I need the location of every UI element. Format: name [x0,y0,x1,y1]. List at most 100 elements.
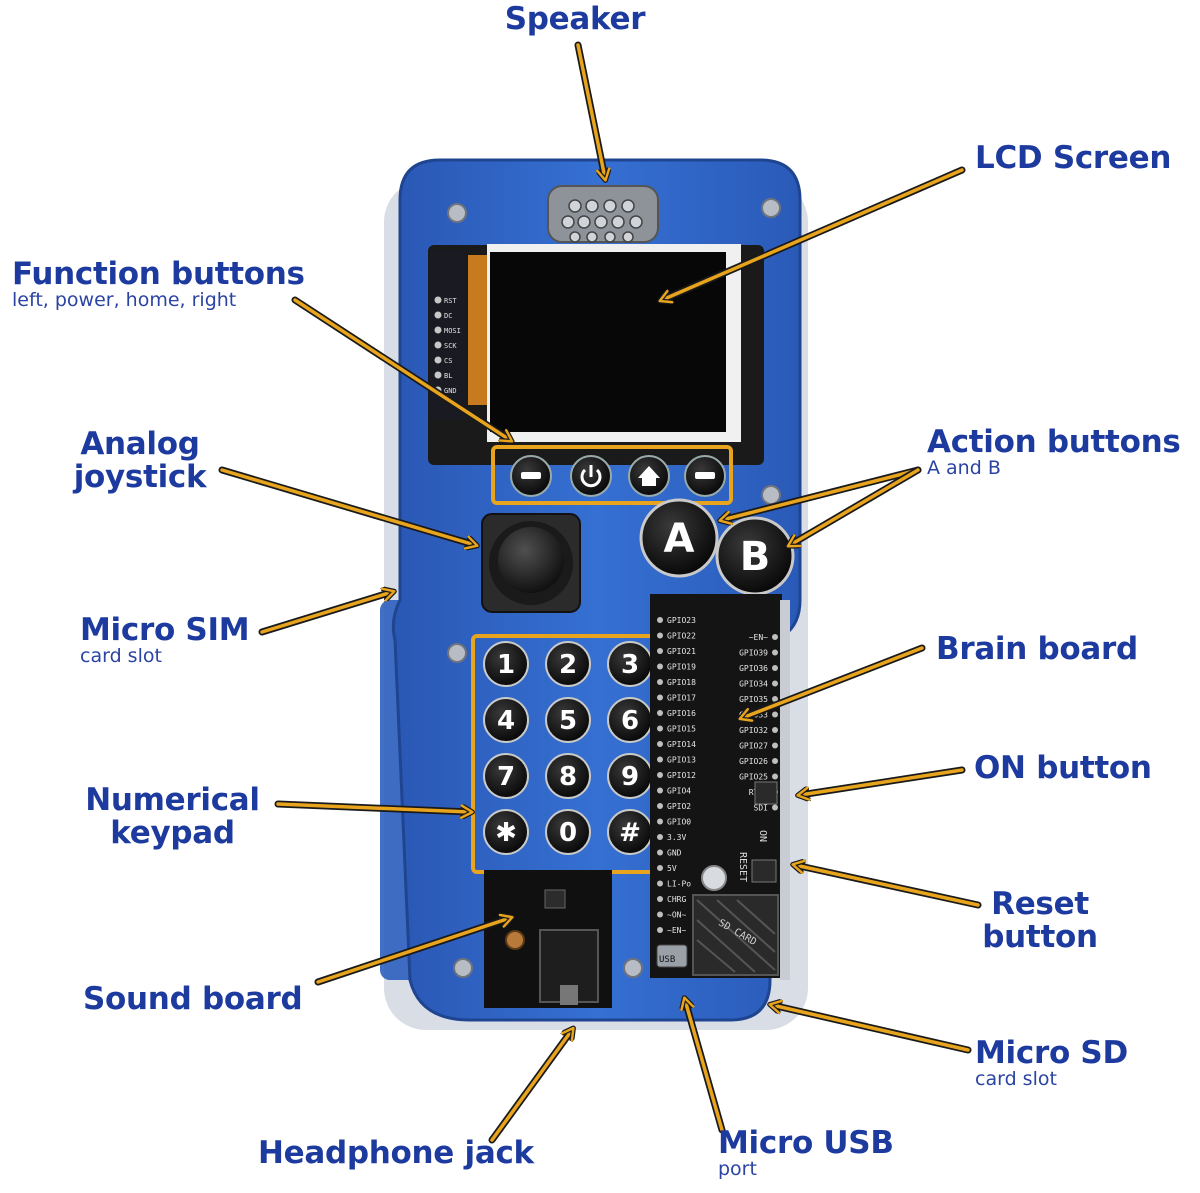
board-pin-hole [657,679,663,685]
board-pin-hole [657,849,663,856]
function-buttons [491,445,733,505]
keypad-key[interactable]: 4 [483,697,529,743]
arrow-on-button [800,766,966,795]
lcd-pin-label: RST [444,297,457,305]
board-pin-label: GPIO32 [739,726,768,735]
keypad-key[interactable]: 6 [607,697,653,743]
arrow-action-b [790,466,922,545]
lcd-pin-label: SCK [444,342,457,350]
reset-button-switch[interactable] [751,859,777,883]
board-led [701,865,727,891]
keypad-key-label: # [619,818,641,848]
keypad-key-label: ✱ [495,818,517,848]
board-pin-hole [772,649,778,656]
board-pin-hole [772,773,778,780]
label-lcd-screen: LCD Screen [975,140,1172,176]
arrow-action-a [722,466,922,520]
board-pin-hole [772,696,778,702]
board-pin-label: CHRG [667,895,686,904]
label-action-buttons: Action buttons A and B [927,424,1181,479]
label-on-button: ON button [974,750,1152,786]
board-pin-hole [657,617,663,623]
board-pin-hole [657,927,663,933]
board-pin-label: GPIO13 [667,756,696,765]
board-pin-hole [657,741,663,747]
board-pin-label: 3.3V [667,833,686,842]
arrow-function-buttons [291,296,510,440]
keypad-key[interactable]: 8 [545,753,591,799]
usb-port[interactable] [656,944,688,968]
label-headphone-jack: Headphone jack [258,1135,534,1171]
board-pin-hole [657,896,663,902]
power-button[interactable] [570,455,612,497]
keypad-key-label: 6 [621,706,639,736]
board-pin-label: GPIO34 [739,680,768,689]
board-pin-hole [772,804,778,811]
board-pin-label: 5V [667,864,677,873]
label-brain-board: Brain board [936,631,1138,667]
board-pin-hole [657,880,663,887]
board-pin-label: GPIO26 [739,757,768,766]
board-pin-hole [772,634,778,640]
on-button-switch[interactable] [754,781,778,805]
action-button-a[interactable]: A [639,498,719,578]
right-button[interactable] [684,455,726,497]
action-key-a-label: A [664,516,695,562]
keypad-key[interactable]: # [607,809,653,855]
board-pin-hole [657,663,663,670]
board-pin-label: GPIO0 [667,818,691,827]
keypad-key[interactable]: 3 [607,641,653,687]
label-analog-joystick: Analog joystick [73,426,207,495]
arrow-micro-sim [258,592,392,636]
lcd-pin-label: CS [444,357,452,365]
board-pin-hole [657,694,663,701]
action-key-b-label: B [740,534,771,580]
keypad-key[interactable]: 0 [545,809,591,855]
board-pin-label: GPIO22 [667,632,696,641]
keypad-key-label: 3 [621,650,639,680]
board-pin-hole [657,818,663,825]
keypad-key[interactable]: ✱ [483,809,529,855]
board-pin-hole [657,710,663,716]
arrow-micro-usb [685,1000,726,1134]
keypad-key-label: 4 [497,706,515,736]
speaker [547,185,659,243]
board-pin-hole [772,758,778,764]
label-micro-sim: Micro SIM card slot [80,612,250,667]
board-pin-hole [772,680,778,687]
board-pin-label: GPIO16 [667,709,696,718]
board-pin-hole [772,711,778,718]
home-button[interactable] [628,455,670,497]
lcd-pin-hole [434,341,442,349]
board-pin-label: GPIO2 [667,802,691,811]
keypad-key[interactable]: 5 [545,697,591,743]
left-button[interactable] [510,455,552,497]
brain-board: GPIO23GPIO22GPIO21GPIO19GPIO18GPIO17GPIO… [650,594,790,980]
keypad-key[interactable]: 7 [483,753,529,799]
board-pin-label: GPIO27 [739,742,768,751]
label-numerical-keypad: Numerical keypad [85,782,260,851]
usb-label: USB [659,955,675,965]
label-speaker: Speaker [504,1,646,37]
action-button-b[interactable]: B [715,516,795,596]
on-label: ON [757,830,768,842]
board-pin-label: GPIO35 [739,695,768,704]
keypad-key[interactable]: 2 [545,641,591,687]
board-pin-hole [657,911,663,918]
board-pin-label: GPIO23 [667,616,696,625]
arrow-sound-board [314,918,510,986]
arrow-numerical-keypad [274,800,470,812]
arrow-analog-joystick [218,466,475,545]
board-pin-hole [657,787,663,794]
lcd-pin-label: BL [444,372,452,380]
board-pin-label: GPIO36 [739,664,768,673]
lcd-pin-hole [434,311,442,319]
keypad-key-label: 0 [559,818,577,848]
keypad-key[interactable]: 9 [607,753,653,799]
keypad-key[interactable]: 1 [483,641,529,687]
board-pin-label: GND [667,849,682,858]
board-pin-label: ~ON~ [667,911,686,920]
analog-joystick[interactable] [481,513,581,613]
